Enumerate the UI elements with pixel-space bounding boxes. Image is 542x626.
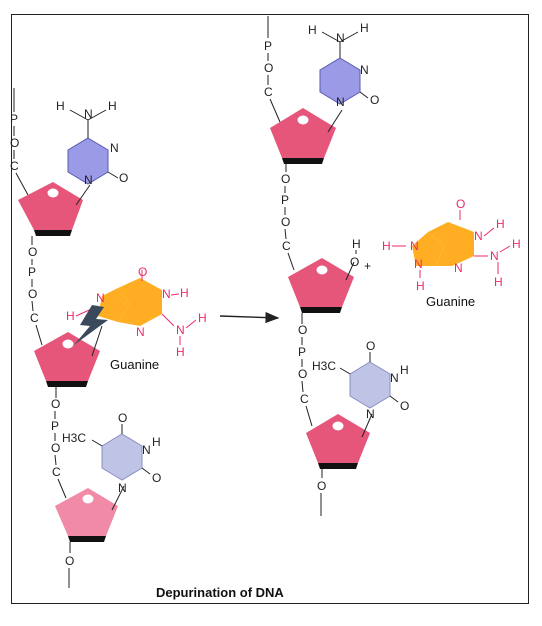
reaction-arrow [219, 311, 280, 324]
left-backbone-p: P [10, 112, 18, 126]
free-gua-amine-h2: H [494, 275, 503, 289]
left-gua-n1: N [162, 287, 171, 301]
free-gua-amine-h1: H [512, 237, 521, 251]
right-sugar-abasic [288, 258, 354, 313]
left-thy-n3: N [142, 443, 151, 457]
left-sugar-1 [18, 182, 83, 236]
right-thy-h3: H [400, 363, 409, 377]
left-linker1-o1: O [28, 245, 37, 259]
left-strand: P O C H N H N N O O P O [10, 88, 207, 588]
left-gua-n7: N [96, 291, 105, 305]
free-guanine-label: Guanine [426, 294, 475, 309]
left-guanine-label: Guanine [110, 357, 159, 372]
left-linker1-c: C [30, 311, 39, 325]
free-gua-h9: H [382, 239, 391, 253]
left-backbone-c: C [10, 159, 19, 173]
left-linker2-c: C [52, 465, 61, 479]
left-linker2-o1: O [51, 397, 60, 411]
right-backbone-o: O [264, 61, 273, 75]
figure-frame [11, 14, 529, 604]
left-gua-amine-h1: H [198, 311, 207, 325]
left-gua-amine-n: N [176, 323, 185, 337]
left-backbone-o: O [10, 136, 19, 150]
left-cyt-n1: N [84, 173, 93, 187]
left-thy-h3: H [152, 435, 161, 449]
left-cytosine: H N H N N O [56, 99, 128, 187]
left-linker1-o2: O [28, 287, 37, 301]
left-sugar-2 [34, 332, 100, 387]
right-cytosine: H N H N N O [308, 21, 379, 109]
free-gua-n9: N [410, 239, 419, 253]
left-gua-h8: H [66, 309, 75, 323]
left-cyt-h1: H [56, 99, 65, 113]
left-cyt-h2: H [108, 99, 117, 113]
left-terminal-o: O [65, 554, 74, 568]
right-backbone-p: P [264, 39, 272, 53]
left-gua-o6: O [138, 265, 147, 279]
left-gua-h1: H [180, 286, 189, 300]
free-guanine: H N N H O N H N N H H Guanine [382, 197, 521, 309]
free-gua-n7: N [414, 257, 423, 271]
left-gua-amine-h2: H [176, 345, 185, 359]
right-cyt-h2: H [360, 21, 369, 35]
free-gua-n1: N [474, 229, 483, 243]
right-cyt-o: O [370, 93, 379, 107]
left-cyt-amine-n: N [84, 107, 93, 121]
right-linker2-o1: O [298, 323, 307, 337]
right-terminal-o: O [317, 479, 326, 493]
right-abasic-o: O [350, 255, 359, 269]
right-thy-n1: N [366, 407, 375, 421]
right-linker2-p: P [298, 345, 306, 359]
left-thy-o2: O [152, 471, 161, 485]
right-backbone-c: C [264, 85, 273, 99]
left-sugar-3 [55, 488, 118, 542]
left-linker1-p: P [28, 265, 36, 279]
left-cyt-o: O [119, 171, 128, 185]
right-sugar-1 [270, 108, 336, 164]
bond-cleavage-bolt-icon [74, 305, 108, 345]
left-linker2-p: P [51, 419, 59, 433]
left-gua-n3: N [136, 325, 145, 339]
left-thy-o4: O [118, 411, 127, 425]
left-thy-n1: N [118, 481, 127, 495]
right-thymine: H3C O N H N O [312, 339, 409, 421]
free-gua-n3: N [454, 261, 463, 275]
free-gua-h1: H [496, 217, 505, 231]
left-linker2-o2: O [51, 441, 60, 455]
right-abasic-h: H [352, 237, 361, 251]
right-linker2-o2: O [298, 367, 307, 381]
figure-caption: Depurination of DNA [156, 585, 284, 600]
right-cyt-ring-n: N [360, 63, 369, 77]
right-thy-o4: O [366, 339, 375, 353]
right-cyt-n1: N [336, 95, 345, 109]
right-thy-n3: N [390, 371, 399, 385]
right-linker2-c: C [300, 392, 309, 406]
right-linker1-o1: O [281, 172, 290, 186]
right-thy-methyl: H3C [312, 359, 336, 373]
right-cyt-h1: H [308, 23, 317, 37]
right-linker1-p: P [281, 193, 289, 207]
left-cyt-ring-n: N [110, 141, 119, 155]
right-thy-o2: O [400, 399, 409, 413]
right-abasic-plus: + [364, 259, 371, 273]
free-gua-o6: O [456, 197, 465, 211]
free-gua-amine-n: N [490, 249, 499, 263]
right-strand: P O C H N H N N O O P O [264, 16, 409, 516]
left-thy-methyl: H3C [62, 431, 86, 445]
right-linker1-o2: O [281, 215, 290, 229]
right-linker1-c: C [282, 239, 291, 253]
free-gua-h8: H [416, 279, 425, 293]
right-cyt-amine-n: N [336, 31, 345, 45]
right-sugar-3 [306, 414, 370, 469]
left-guanine: N H O N H N N H H [66, 265, 207, 359]
left-thymine: H3C O N H N O [62, 411, 161, 495]
